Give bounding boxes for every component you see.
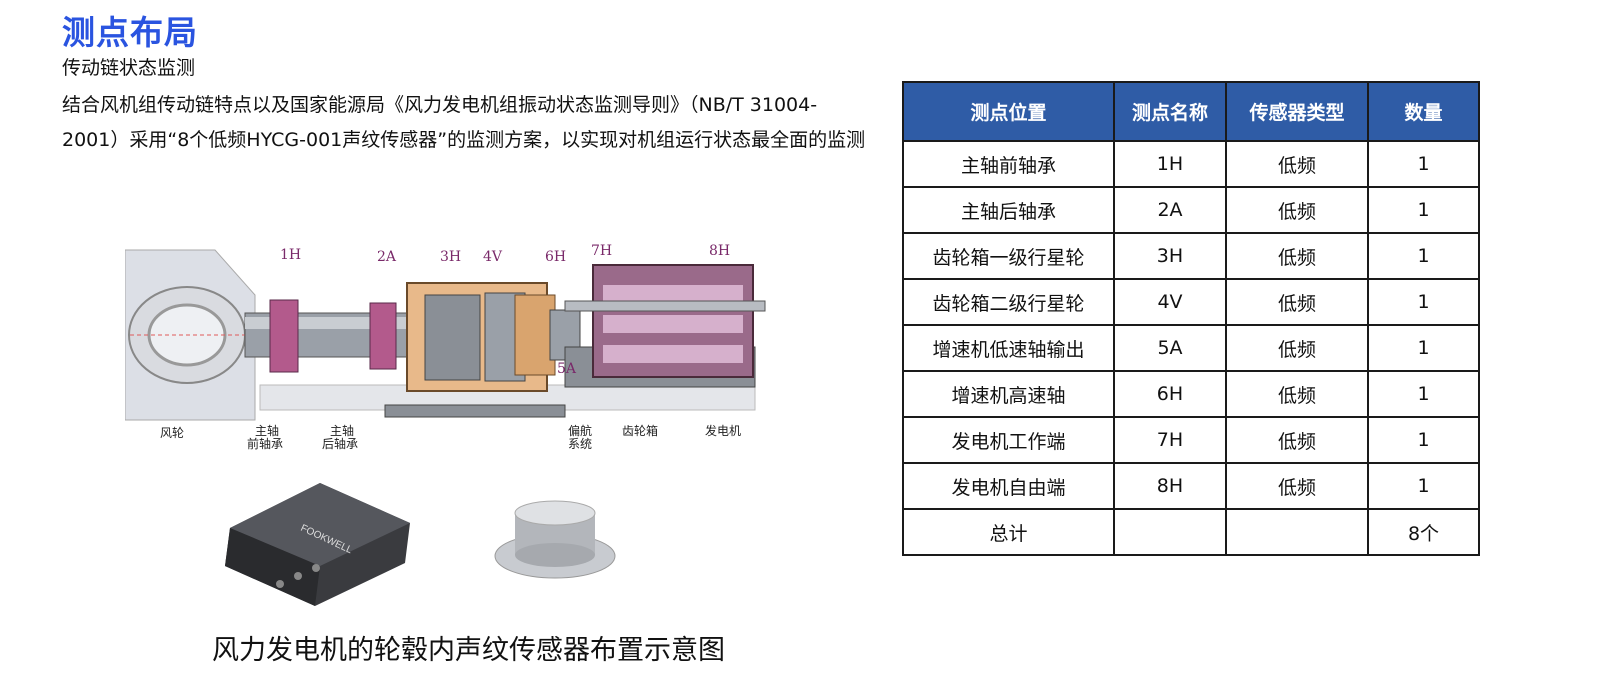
point-label-4v: 4V <box>483 249 503 265</box>
label-main-rear-2: 后轴承 <box>322 436 358 451</box>
cell-sensor-type: 低频 <box>1225 370 1369 418</box>
cell-quantity: 1 <box>1367 462 1480 510</box>
total-name <box>1113 508 1227 556</box>
diagram-caption: 风力发电机的轮毂内声纹传感器布置示意图 <box>212 635 725 666</box>
table-row: 发电机自由端 8H 低频 1 <box>902 462 1480 510</box>
label-rotor: 风轮 <box>160 426 184 440</box>
point-label-5a: 5A <box>557 361 577 377</box>
cell-name: 1H <box>1113 140 1227 188</box>
cell-name: 8H <box>1113 462 1227 510</box>
cell-name: 3H <box>1113 232 1227 280</box>
cell-position: 发电机自由端 <box>902 462 1115 510</box>
cell-quantity: 1 <box>1367 186 1480 234</box>
table-header-row: 测点位置 测点名称 传感器类型 数量 <box>902 81 1480 142</box>
cell-sensor-type: 低频 <box>1225 232 1369 280</box>
cell-quantity: 1 <box>1367 232 1480 280</box>
header-name: 测点名称 <box>1113 81 1227 142</box>
cell-sensor-type: 低频 <box>1225 462 1369 510</box>
cell-name: 4V <box>1113 278 1227 326</box>
point-label-3h: 3H <box>440 249 461 265</box>
label-yaw-1: 偏航 <box>568 423 592 438</box>
table-row: 齿轮箱二级行星轮 4V 低频 1 <box>902 278 1480 326</box>
header-sensor-type: 传感器类型 <box>1225 81 1369 142</box>
label-main-front-1: 主轴 <box>255 423 279 438</box>
cell-quantity: 1 <box>1367 324 1480 372</box>
cell-sensor-type: 低频 <box>1225 324 1369 372</box>
table-row: 主轴后轴承 2A 低频 1 <box>902 186 1480 234</box>
acoustic-sensor-image <box>494 500 616 579</box>
cell-name: 7H <box>1113 416 1227 464</box>
page-title: 测点布局 <box>62 13 198 52</box>
cell-position: 齿轮箱一级行星轮 <box>902 232 1115 280</box>
description-text: 结合风机组传动链特点以及国家能源局《风力发电机组振动状态监测导则》（NB/T 3… <box>62 94 866 151</box>
label-gearbox: 齿轮箱 <box>622 423 658 438</box>
point-label-2a: 2A <box>377 249 397 265</box>
cell-position: 增速机高速轴 <box>902 370 1115 418</box>
cell-quantity: 1 <box>1367 140 1480 188</box>
table-row: 主轴前轴承 1H 低频 1 <box>902 140 1480 188</box>
header-position: 测点位置 <box>902 81 1115 142</box>
cell-quantity: 1 <box>1367 370 1480 418</box>
table-row: 发电机工作端 7H 低频 1 <box>902 416 1480 464</box>
cell-sensor-type: 低频 <box>1225 140 1369 188</box>
cell-sensor-type: 低频 <box>1225 278 1369 326</box>
header-quantity: 数量 <box>1367 81 1480 142</box>
cell-quantity: 1 <box>1367 278 1480 326</box>
label-main-front-2: 前轴承 <box>247 436 283 451</box>
table-row: 齿轮箱一级行星轮 3H 低频 1 <box>902 232 1480 280</box>
section-subtitle: 传动链状态监测 <box>62 57 196 79</box>
label-generator: 发电机 <box>705 423 741 438</box>
point-label-6h: 6H <box>545 249 566 265</box>
measurement-points-table: 测点位置 测点名称 传感器类型 数量 主轴前轴承 1H 低频 1 主轴后轴承 2… <box>902 81 1480 556</box>
cell-sensor-type: 低频 <box>1225 186 1369 234</box>
label-yaw-2: 系统 <box>568 437 592 451</box>
cell-position: 齿轮箱二级行星轮 <box>902 278 1115 326</box>
acquisition-device-image: FOOKWELL <box>225 483 410 606</box>
cell-position: 发电机工作端 <box>902 416 1115 464</box>
total-sensor-type <box>1225 508 1369 556</box>
cell-position: 增速机低速轴输出 <box>902 324 1115 372</box>
cell-sensor-type: 低频 <box>1225 416 1369 464</box>
total-label: 总计 <box>902 508 1115 556</box>
cell-name: 6H <box>1113 370 1227 418</box>
table-row: 增速机高速轴 6H 低频 1 <box>902 370 1480 418</box>
cell-name: 5A <box>1113 324 1227 372</box>
table-row: 增速机低速轴输出 5A 低频 1 <box>902 324 1480 372</box>
cell-position: 主轴前轴承 <box>902 140 1115 188</box>
cell-name: 2A <box>1113 186 1227 234</box>
point-label-8h: 8H <box>709 243 730 259</box>
table-total-row: 总计 8个 <box>902 508 1480 556</box>
drivetrain-diagram: 1H 2A 3H 4V 6H 7H 8H 5A 风轮 主轴 前轴承 主轴 后轴承… <box>125 243 766 451</box>
cell-quantity: 1 <box>1367 416 1480 464</box>
point-label-7h: 7H <box>591 243 612 259</box>
cell-position: 主轴后轴承 <box>902 186 1115 234</box>
label-main-rear-1: 主轴 <box>330 423 354 438</box>
total-quantity: 8个 <box>1367 508 1480 556</box>
point-label-1h: 1H <box>280 247 301 263</box>
